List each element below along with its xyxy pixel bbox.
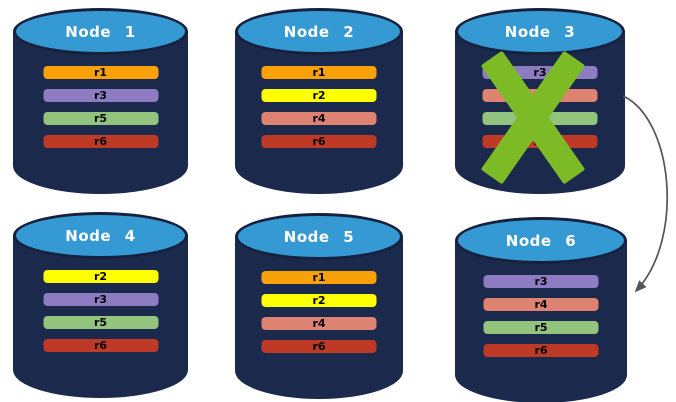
replica-bar: r5: [483, 321, 599, 334]
replica-bar: r6: [43, 339, 158, 352]
replica-bar: r3: [43, 89, 158, 102]
cylinder-top: Node 1: [13, 8, 188, 55]
failure-x-mark: [480, 50, 585, 185]
replica-label: r4: [312, 317, 326, 330]
replica-bar: r5: [43, 316, 158, 329]
cylinder-top: Node 4: [13, 212, 188, 259]
replica-list: r2 r3 r5 r6: [43, 270, 158, 352]
replica-label: r1: [312, 271, 326, 284]
replica-label: r2: [93, 270, 108, 283]
node-6: Node 6 r3 r4 r5 r6: [455, 217, 627, 402]
node-label: Node 2: [283, 22, 355, 41]
replica-label: r6: [312, 340, 326, 353]
replica-label: r3: [93, 89, 108, 102]
node-label: Node 1: [65, 22, 136, 41]
replica-bar: r6: [261, 340, 377, 353]
replica-bar: r2: [261, 89, 377, 102]
replica-label: r5: [534, 321, 548, 334]
replica-list: r1 r3 r5 r6: [43, 66, 158, 148]
replica-list: r1 r2 r4 r6: [261, 271, 377, 353]
replica-label: r6: [93, 135, 108, 148]
cylinder-top: Node 6: [455, 217, 627, 264]
replica-label: r1: [312, 66, 326, 79]
replica-list: r3 r4 r5 r6: [483, 275, 599, 357]
replica-bar: r3: [483, 275, 599, 288]
replica-bar: r4: [261, 317, 377, 330]
replica-bar: r1: [261, 271, 377, 284]
replica-bar: r6: [261, 135, 377, 148]
replica-bar: r4: [261, 112, 377, 125]
replica-label: r4: [312, 112, 326, 125]
node-3: Node 3 r3 r4 r5 r6: [455, 8, 625, 194]
replica-label: r1: [93, 66, 108, 79]
replica-label: r5: [93, 112, 108, 125]
replica-label: r4: [534, 298, 548, 311]
replica-label: r5: [93, 316, 108, 329]
node-label: Node 3: [504, 22, 576, 41]
replica-bar: r6: [483, 344, 599, 357]
replica-bar: r6: [43, 135, 158, 148]
replica-label: r6: [93, 339, 108, 352]
node-4: Node 4 r2 r3 r5 r6: [13, 212, 188, 398]
node-label: Node 5: [283, 227, 355, 246]
node-5: Node 5 r1 r2 r4 r6: [235, 213, 403, 399]
replica-label: r3: [534, 275, 548, 288]
replica-bar: r2: [261, 294, 377, 307]
node-2: Node 2 r1 r2 r4 r6: [235, 8, 403, 194]
node-label: Node 6: [505, 231, 577, 250]
replica-label: r3: [93, 293, 108, 306]
replica-bar: r5: [43, 112, 158, 125]
replica-list: r1 r2 r4 r6: [261, 66, 377, 148]
replica-label: r3: [533, 66, 547, 79]
replica-bar: r1: [261, 66, 377, 79]
cylinder-top: Node 5: [235, 213, 403, 260]
node-1: Node 1 r1 r3 r5 r6: [13, 8, 188, 194]
node-label: Node 4: [65, 226, 136, 245]
replica-label: r2: [312, 294, 326, 307]
replica-label: r6: [534, 344, 548, 357]
cylinder-top: Node 3: [455, 8, 625, 55]
replica-bar: r3: [43, 293, 158, 306]
replica-bar: r2: [43, 270, 158, 283]
replica-label: r2: [312, 89, 326, 102]
replica-label: r6: [312, 135, 326, 148]
failover-arrow-path: [622, 95, 669, 293]
replica-bar: r1: [43, 66, 158, 79]
replica-bar: r4: [483, 298, 599, 311]
cylinder-top: Node 2: [235, 8, 403, 55]
